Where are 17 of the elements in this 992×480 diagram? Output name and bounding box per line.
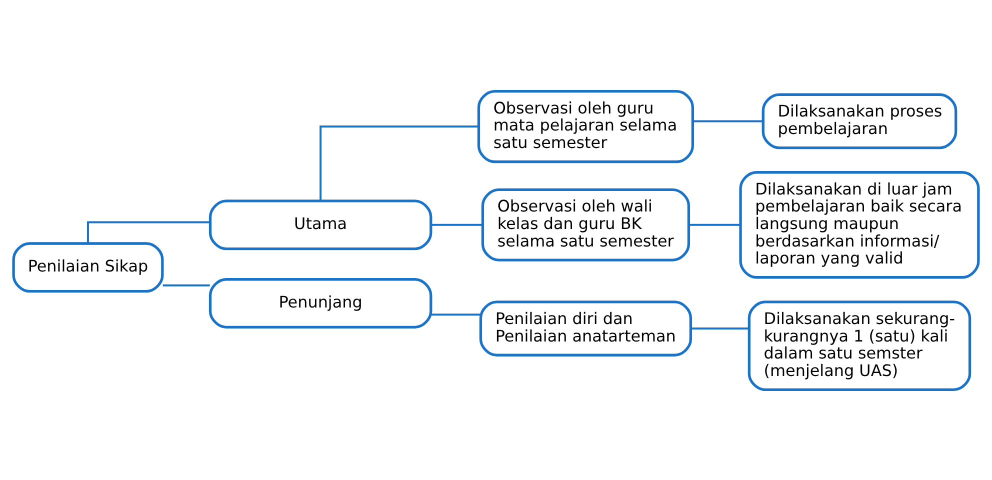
node-box: Observasi oleh wali kelas dan guru BK selama satu semester	[481, 188, 690, 261]
connector	[690, 327, 749, 330]
node-box: Observasi oleh guru mata pelajaran selama satu semester	[477, 89, 694, 163]
connector	[431, 313, 480, 316]
connector	[86, 220, 210, 243]
node-box: Penunjang	[208, 278, 432, 328]
node-box: Utama	[208, 199, 432, 250]
node-box: Dilaksanakan proses pembelajaran	[762, 92, 958, 149]
connector	[688, 223, 740, 226]
connector	[431, 223, 483, 226]
node-box: Penilaian Sikap	[12, 242, 164, 292]
node-box: Dilaksanakan di luar jam pembelajaran baik secara langsung maupun berdasarkan informasi/ laporan yang valid	[739, 170, 980, 278]
node-box: Penilaian diri dan Penilaian anatarteman	[479, 300, 692, 356]
connector	[692, 120, 763, 122]
connector	[162, 284, 210, 286]
connector	[320, 125, 479, 200]
node-box: Dilaksanakan sekurang-kurangnya 1 (satu) kali dalam satu semster (menjelang UAS)	[748, 300, 972, 391]
